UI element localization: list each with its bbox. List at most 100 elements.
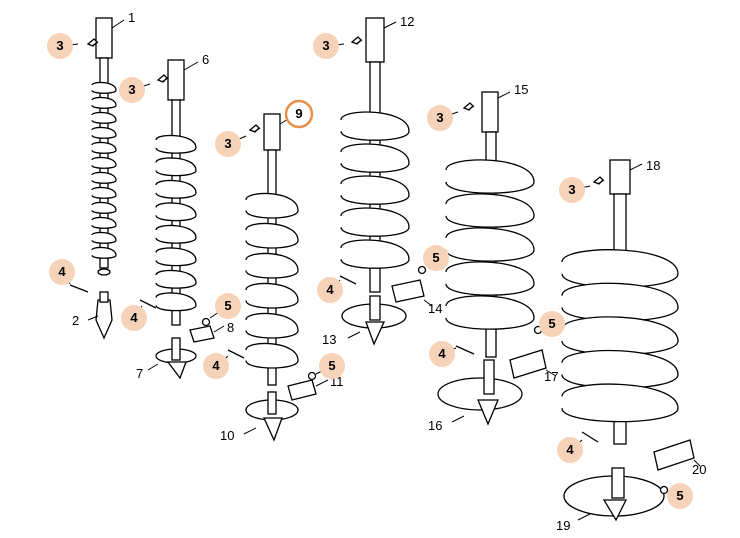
callout-4: 4 (130, 310, 138, 325)
callout-4-bubble[interactable]: 4 (121, 305, 147, 331)
auger-bit-2 (95, 291, 113, 340)
callout-5-bubble[interactable]: 5 (315, 353, 345, 379)
callout-17: 17 (544, 369, 558, 384)
auger-flight (155, 134, 197, 154)
callout-5-bubble[interactable]: 5 (423, 245, 449, 271)
auger-flight (155, 247, 197, 267)
auger-flight (445, 261, 535, 296)
auger-flight (91, 81, 117, 94)
callout-8: 8 (227, 320, 234, 335)
callout-16: 16 (428, 418, 442, 433)
callout-3: 3 (322, 38, 329, 53)
auger-1 (91, 17, 117, 276)
auger-flight (91, 201, 117, 214)
auger-flight (445, 159, 535, 194)
auger-flight (561, 282, 679, 322)
auger-flight (340, 207, 410, 237)
callout-5-bubble[interactable]: 5 (209, 293, 241, 319)
callout-3-bubble[interactable]: 3 (215, 131, 247, 157)
callout-4: 4 (438, 346, 446, 361)
callout-9: 9 (295, 106, 302, 121)
callout-3-bubble[interactable]: 3 (427, 105, 459, 131)
auger-flight (561, 316, 679, 356)
callout-15: 15 (514, 82, 528, 97)
spring-clip (462, 102, 475, 111)
auger-bit-13 (341, 295, 407, 346)
spring-clip (156, 74, 169, 83)
callout-3: 3 (568, 182, 575, 197)
callout-5-bubble[interactable]: 5 (539, 311, 565, 337)
auger-bit-10 (245, 391, 299, 442)
cutter-blade-17 (509, 349, 547, 379)
callout-5: 5 (328, 358, 335, 373)
callout-6: 6 (202, 52, 209, 67)
callout-4-bubble[interactable]: 4 (429, 341, 457, 367)
callout-4-bubble[interactable]: 4 (49, 259, 75, 285)
auger-flight (91, 141, 117, 154)
auger-flight (91, 231, 117, 244)
callout-3-bubble[interactable]: 3 (47, 33, 79, 59)
callout-5: 5 (224, 298, 231, 313)
auger-flight (340, 143, 410, 173)
auger-flight (155, 179, 197, 199)
callout-3-bubble[interactable]: 3 (119, 77, 151, 103)
callout-4-bubble[interactable]: 4 (557, 437, 583, 463)
auger-flight (91, 186, 117, 199)
callout-4-bubble[interactable]: 4 (317, 277, 343, 303)
callout-13: 13 (322, 332, 336, 347)
auger-flight (91, 216, 117, 229)
callout-4-bubble[interactable]: 4 (203, 353, 229, 379)
auger-bit-19 (563, 467, 665, 522)
callout-9-highlight[interactable]: 9 (284, 99, 314, 129)
callout-2: 2 (72, 313, 79, 328)
callout-5: 5 (676, 488, 683, 503)
auger-flight (91, 126, 117, 139)
auger-flight (445, 295, 535, 330)
auger-12 (340, 17, 410, 293)
auger-flight (91, 111, 117, 124)
auger-flight (91, 171, 117, 184)
auger-bit-7 (155, 337, 197, 380)
auger-flight (340, 239, 410, 269)
auger-flight (155, 157, 197, 177)
callout-4: 4 (326, 282, 334, 297)
auger-flight (245, 342, 299, 369)
auger-flight (245, 282, 299, 309)
spring-clip (86, 38, 99, 47)
auger-flight (155, 202, 197, 222)
callout-5-bubble[interactable]: 5 (667, 483, 693, 509)
auger-flight (445, 227, 535, 262)
callout-3: 3 (436, 110, 443, 125)
auger-15 (445, 91, 535, 358)
auger-18 (561, 159, 679, 445)
hex-nut (417, 265, 427, 275)
auger-flight (245, 192, 299, 219)
callout-18: 18 (646, 158, 660, 173)
auger-flight (155, 224, 197, 244)
callout-4: 4 (58, 264, 66, 279)
auger-flight (91, 246, 117, 259)
callout-3-bubble[interactable]: 3 (559, 177, 591, 203)
callout-19: 19 (556, 518, 570, 533)
spring-clip (592, 176, 605, 185)
auger-flight (561, 383, 679, 423)
auger-flight (340, 111, 410, 141)
auger-flight (245, 312, 299, 339)
auger-9 (245, 113, 299, 386)
auger-flight (91, 156, 117, 169)
hex-nut (307, 371, 317, 381)
auger-flight (155, 269, 197, 289)
cutter-blade-8 (189, 325, 215, 343)
callout-3-bubble[interactable]: 3 (313, 33, 345, 59)
cutter-blade-14 (391, 279, 425, 303)
auger-flight (245, 252, 299, 279)
callout-5: 5 (548, 316, 555, 331)
callout-1: 1 (128, 10, 135, 25)
auger-flight (445, 193, 535, 228)
callout-3: 3 (224, 136, 231, 151)
auger-6 (155, 59, 197, 326)
cutter-blade-20 (653, 439, 695, 471)
callout-5: 5 (432, 250, 439, 265)
callout-20: 20 (692, 462, 706, 477)
